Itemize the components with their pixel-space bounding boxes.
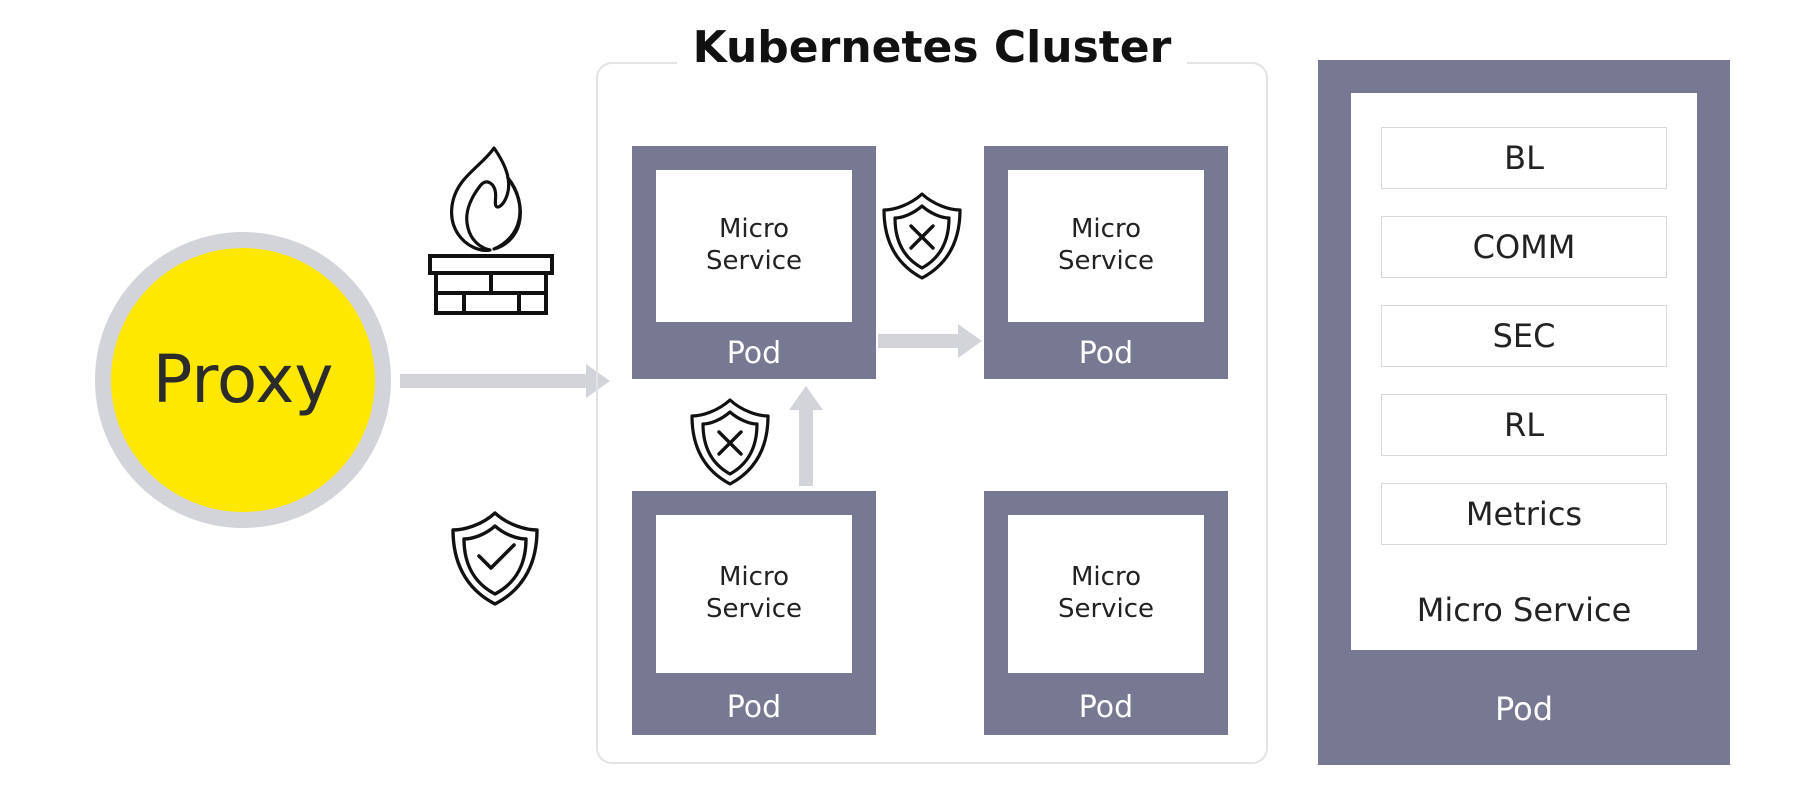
layer-row-bl[interactable]: BL	[1381, 127, 1667, 189]
arrow-proxy-to-cluster	[400, 374, 588, 388]
pod-bottom-right[interactable]: Micro Service Pod	[984, 491, 1228, 735]
microservice-line-2: Service	[1057, 594, 1155, 624]
microservice-line-1: Micro	[719, 214, 789, 245]
detail-pod-label: Pod	[1494, 690, 1554, 728]
pod-top-right[interactable]: Micro Service Pod	[984, 146, 1228, 379]
pod-top-left[interactable]: Micro Service Pod	[632, 146, 876, 379]
shield-check-icon	[448, 508, 542, 608]
layer-row-metrics[interactable]: Metrics	[1381, 483, 1667, 545]
pod-label: Pod	[726, 336, 782, 371]
microservice-line-1: Micro	[719, 562, 789, 593]
microservice-box: Micro Service	[656, 170, 852, 322]
pod-bottom-left[interactable]: Micro Service Pod	[632, 491, 876, 735]
microservice-line-2: Service	[705, 594, 803, 624]
firewall-icon	[420, 140, 562, 322]
detail-microservice-box: BL COMM SEC RL Metrics Micro Service	[1351, 93, 1697, 650]
detail-microservice-label: Micro Service	[1416, 591, 1632, 629]
microservice-line-1: Micro	[1071, 562, 1141, 593]
pod-label: Pod	[1078, 690, 1134, 725]
proxy-label: Proxy	[152, 341, 334, 418]
shield-x-icon-top	[880, 190, 964, 282]
pod-label: Pod	[1078, 336, 1134, 371]
layer-row-comm[interactable]: COMM	[1381, 216, 1667, 278]
layer-row-sec[interactable]: SEC	[1381, 305, 1667, 367]
microservice-box: Micro Service	[1008, 170, 1204, 322]
arrow-pod-a-to-pod-b	[878, 334, 960, 348]
proxy-node[interactable]: Proxy	[95, 232, 391, 528]
arrow-pod-c-to-pod-a	[799, 408, 813, 486]
pod-label: Pod	[726, 690, 782, 725]
layer-row-rl[interactable]: RL	[1381, 394, 1667, 456]
microservice-line-2: Service	[1057, 246, 1155, 276]
detail-pod[interactable]: BL COMM SEC RL Metrics Micro Service Pod	[1318, 60, 1730, 765]
microservice-box: Micro Service	[1008, 515, 1204, 673]
microservice-box: Micro Service	[656, 515, 852, 673]
microservice-line-1: Micro	[1071, 214, 1141, 245]
microservice-line-2: Service	[705, 246, 803, 276]
shield-x-icon-left	[688, 396, 772, 488]
